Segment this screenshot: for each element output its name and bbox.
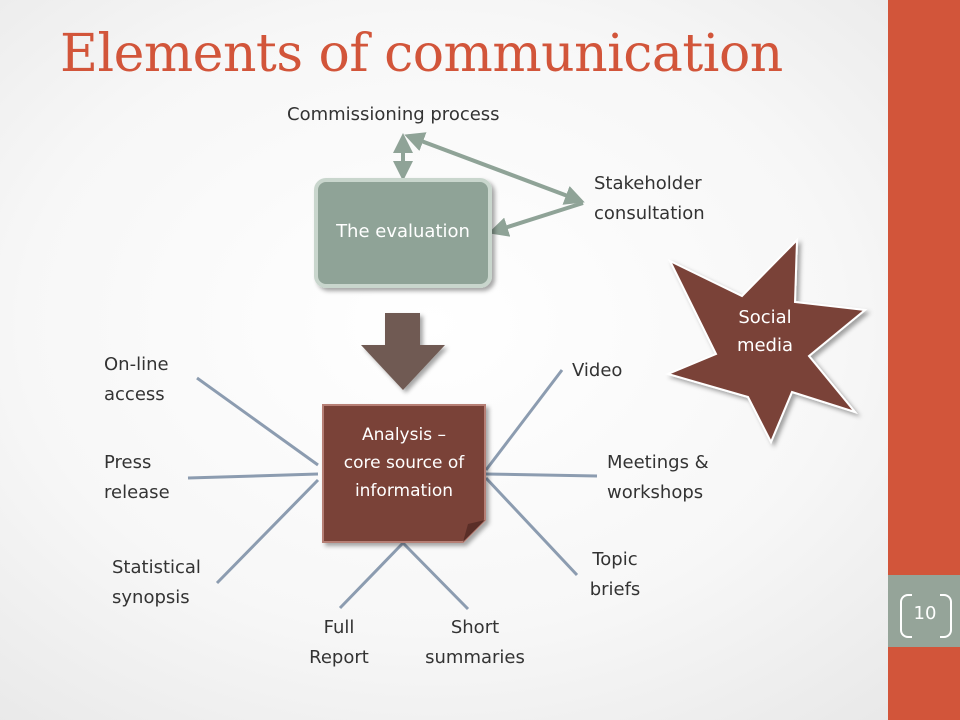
statistical-line-2: synopsis [112,587,190,608]
stakeholder-label: Stakeholder consultation [594,169,705,229]
analysis-line-1: Analysis – [362,425,446,445]
meetings-workshops-label: Meetings & workshops [607,448,709,508]
arrow-commissioning-to-stakeholder [404,132,585,205]
video-label: Video [572,360,623,381]
down-arrow [361,313,445,390]
stakeholder-line-2: consultation [594,203,705,224]
social-line-2: media [736,335,794,356]
online-line-2: access [104,384,165,405]
analysis-line-3: information [354,481,454,501]
diagram-canvas [187,132,868,611]
analysis-line-2: core source of [343,453,465,473]
spoke-meetings [485,472,598,478]
spoke-topic [484,476,579,577]
social-line-1: Social [738,307,792,328]
page-bracket-left [900,594,912,638]
slide-title: Elements of communication [60,24,783,84]
evaluation-label: The evaluation [336,221,470,242]
topic-line-1: Topic [592,549,638,570]
topic-briefs-label: Topic briefs [575,545,655,605]
short-line-1: Short [450,617,500,638]
short-line-2: summaries [425,647,525,668]
social-media-burst [664,237,868,445]
meetings-line-2: workshops [607,482,704,503]
arrow-stakeholder-to-eval [488,201,584,237]
full-report-line-2: Report [309,647,369,668]
analysis-box-fold [463,520,485,542]
commissioning-label: Commissioning process [287,104,500,125]
short-summaries-label: Short summaries [417,613,533,673]
stakeholder-line-1: Stakeholder [594,173,702,194]
spoke-video [484,369,564,471]
online-access-label: On-line access [104,350,169,410]
analysis-label: Analysis – core source of information [323,421,485,505]
social-media-label: Social media [728,304,802,360]
press-release-label: Press release [104,448,170,508]
statistical-line-1: Statistical [112,557,201,578]
full-report-line-1: Full [323,617,355,638]
spoke-full-report [338,541,405,610]
press-line-1: Press [104,452,152,473]
topic-line-2: briefs [589,579,641,600]
evaluation-box [314,178,492,288]
meetings-line-1: Meetings & [607,452,709,473]
full-report-label: Full Report [296,613,382,673]
press-line-2: release [104,482,170,503]
spoke-short [401,541,470,611]
spoke-press [187,472,319,480]
spoke-statistical [215,478,320,585]
spoke-online [196,376,319,467]
online-line-1: On-line [104,354,169,375]
page-bracket-right [940,594,952,638]
page-number: 10 [913,603,937,624]
statistical-synopsis-label: Statistical synopsis [112,553,201,613]
